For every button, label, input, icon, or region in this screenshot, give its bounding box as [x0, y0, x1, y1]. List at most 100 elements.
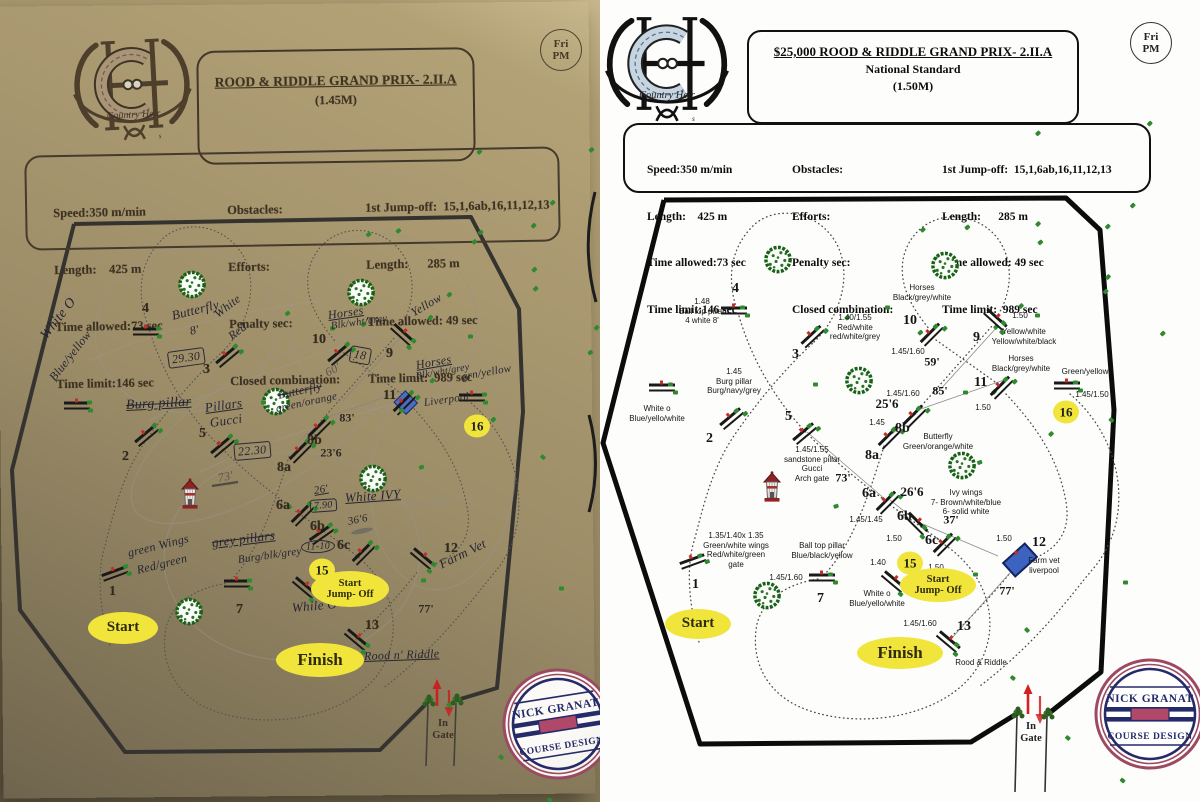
designer-role: COURSE DESIGN [1108, 732, 1193, 742]
obstacle-label-line: Green/orange/white [902, 441, 974, 451]
handwritten-note: 22.30 [233, 440, 272, 461]
tree-icon [174, 596, 205, 632]
jump-obstacle-icon [798, 130, 1041, 352]
jump-obstacle-icon [806, 570, 1128, 584]
jump-number: 6b [310, 519, 325, 534]
obstacle-label-line: sandstone pillar [783, 454, 841, 464]
jump-obstacle-icon [716, 224, 970, 434]
obstacle-label-line: 1.45/1.60 [903, 619, 937, 628]
obstacle-label-line: Blue/yello/white [629, 413, 685, 423]
obstacle-label: Rood & Riddle [955, 658, 1007, 668]
country-heir-logo: Country Heir s [605, 17, 729, 123]
obstacle-label-line: 1.40 [870, 558, 886, 567]
jump-number: 1 [109, 584, 116, 599]
right-session-badge: Fri PM [1130, 22, 1172, 64]
jump-number: 13 [365, 618, 379, 633]
nick-granat-logo: NICK GRANAT COURSE DESIGN [1094, 658, 1200, 770]
obstacle-label-line: Blue/yello/white [849, 598, 905, 608]
handwritten-note: grey pillars [211, 527, 276, 550]
obstacle-label-line: Rood & Riddle [955, 658, 1007, 667]
obstacle-label: 1.50 [1012, 311, 1028, 321]
jump-obstacle-icon [718, 303, 1040, 317]
gate-post-icon [1045, 711, 1051, 717]
handwritten-note: ivy wings [403, 491, 453, 510]
jump-number: 2 [122, 449, 129, 464]
obstacle-label-line: Red/white [837, 322, 873, 332]
course-marker-start: Start [665, 609, 731, 639]
jump-number: 6a [862, 486, 876, 501]
jump-obstacle-icon [646, 380, 968, 394]
obstacle-label-line: Green/yellow [1061, 367, 1109, 376]
info-line: Length: 425 m [647, 210, 728, 223]
designer-name: NICK GRANAT [1106, 693, 1193, 705]
obstacle-label: 1.45 [869, 418, 885, 428]
obstacle-label-line: 1.50 [996, 534, 1012, 543]
marker-text: Start [926, 573, 950, 585]
obstacle-label: 1.45/1.50 [1075, 390, 1108, 400]
obstacle-label-line: 6- solid white [942, 507, 990, 517]
jump-number: 1 [692, 577, 699, 592]
jump-obstacle-icon [212, 148, 483, 372]
info-line: 1st Jump-off: 15,1,6ab,16,11,12,13 [942, 164, 1112, 176]
obstacle-label-line: Yellow/white [1002, 327, 1046, 336]
handwritten-note: Burg/blk/grey [237, 545, 303, 566]
logo-sub-mark: s [692, 114, 695, 123]
obstacle-label-line: Burg pillar [715, 376, 752, 386]
distance-label: 83' [339, 410, 355, 425]
in-gate-text: In [438, 718, 448, 729]
jump-obstacle-icon [61, 398, 404, 412]
obstacle-label: 1.40 [870, 558, 886, 568]
obstacle-label-line: Blue/black/yellow [791, 550, 853, 560]
obstacle-label: 1.50 [996, 534, 1012, 544]
obstacle-label-line: 1.45/1.60 [891, 347, 925, 356]
handwritten-note: 26' [312, 482, 330, 497]
obstacle-label-line: 1.40/1.55 [838, 313, 872, 322]
tree-icon [358, 463, 389, 499]
obstacle-label-line: 1.45/1.60 [886, 389, 920, 398]
tree-icon [844, 365, 875, 401]
handwritten-note: White IVY [344, 486, 402, 505]
obstacle-label-line: liverpool [1029, 565, 1059, 575]
obstacle-label-line: Black/grey/white [991, 363, 1051, 373]
handwritten-note: Burg pillar [125, 394, 192, 413]
handwritten-note: Liverpool [423, 390, 470, 409]
obstacle-label-line: 1.50 [886, 534, 902, 543]
jumpoff-number-badge: 15 [897, 551, 923, 575]
distance-label: 37' [943, 512, 959, 527]
jumpoff-number-badge: 16 [1053, 400, 1079, 424]
distance-label: 26'6 [900, 484, 924, 499]
session-ampm: PM [552, 50, 570, 62]
handwritten-note: Red [225, 319, 250, 343]
info-line: Closed combination: [792, 303, 894, 316]
jump-obstacle-icon [987, 273, 1111, 403]
jump-number: 7 [236, 602, 243, 617]
jump-obstacle-icon [917, 120, 1153, 350]
jump-number: 10 [903, 313, 917, 328]
jump-number: 11 [383, 388, 397, 403]
obstacle-label-line: 1.45 [726, 367, 742, 376]
gate-post-icon [426, 698, 432, 704]
obstacle-label: Green/yellow [1062, 367, 1109, 377]
left-header: Country Heir s ROOD & RIDDLE GRAND PRIX-… [24, 29, 582, 391]
lighthouse-icon [179, 478, 201, 516]
right-sheet: Country Heir s $25,000 ROOD & RIDDLE GRA… [600, 0, 1200, 802]
obstacle-label-line: Arch gate [794, 473, 830, 483]
obstacle-label-line: 1.50 [975, 403, 991, 412]
jumpoff-number-badge: 15 [309, 558, 335, 582]
obstacle-label-line: 1.50 [928, 563, 944, 573]
tree-icon [930, 250, 961, 286]
jump-number: 6c [925, 533, 939, 548]
jump-number: 3 [792, 347, 799, 362]
jump-obstacle-icon [349, 324, 600, 569]
